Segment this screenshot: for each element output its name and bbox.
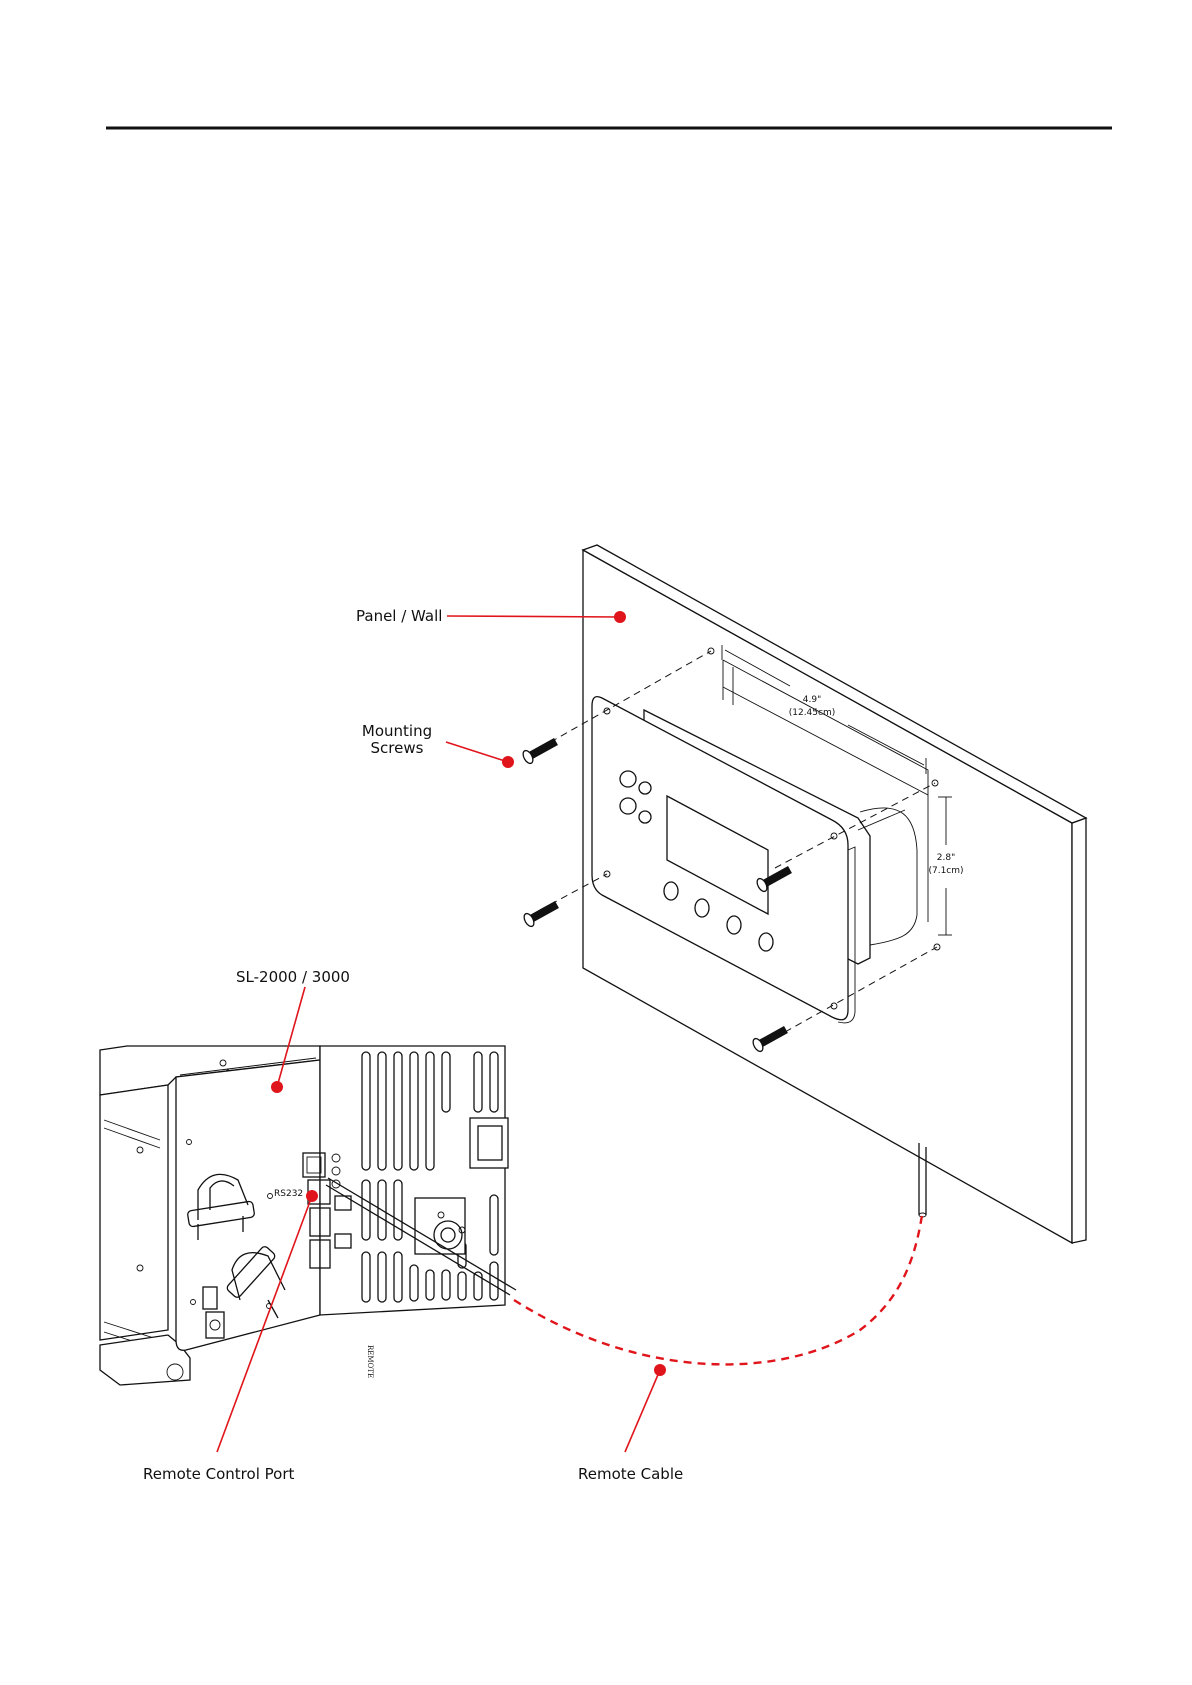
width-inches: 4.9" [803, 695, 821, 705]
remote-control-port-label: Remote Control Port [143, 1465, 294, 1483]
unit-model-label: SL-2000 / 3000 [236, 968, 350, 986]
callout-mounting-screws: Mounting Screws [362, 722, 514, 768]
height-centimeters: (7.1cm) [928, 866, 963, 876]
width-centimeters: (12.45cm) [789, 708, 836, 718]
remote-port-vertical-label: REMOTE [366, 1345, 374, 1378]
callout-remote-cable: Remote Cable [578, 1364, 683, 1483]
mounting-screw [521, 735, 559, 765]
rs232-label: RS232 [274, 1189, 303, 1199]
panel-wall-label: Panel / Wall [356, 607, 442, 625]
remote-letters: REMOTE [366, 1345, 374, 1378]
remote-cable-label: Remote Cable [578, 1465, 683, 1483]
mounting-screws-label-line1: Mounting [362, 722, 432, 740]
mounting-screws-label-line2: Screws [371, 739, 424, 757]
height-inches: 2.8" [937, 853, 955, 863]
mounting-screw [522, 898, 560, 928]
